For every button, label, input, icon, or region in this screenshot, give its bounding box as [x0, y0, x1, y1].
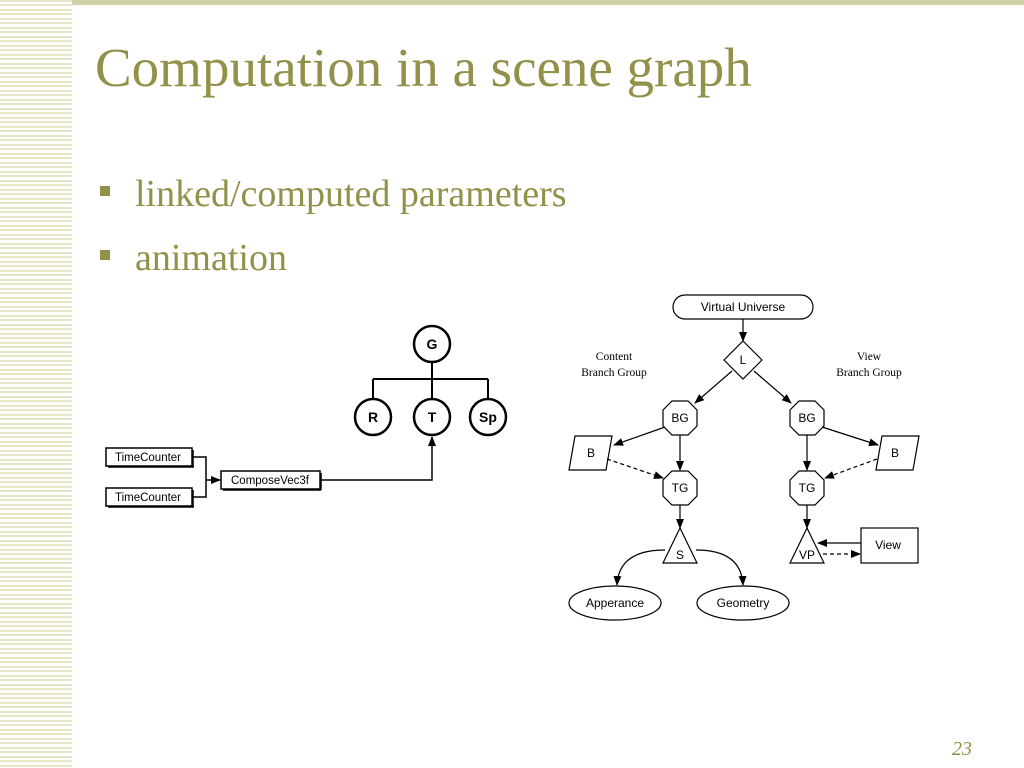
edge-locale-bg-right: [753, 370, 792, 404]
node-g: [412, 324, 452, 364]
node-g-label: G: [427, 336, 438, 352]
edge-locale-bg-left: [694, 370, 733, 404]
slide-title: Computation in a scene graph: [95, 37, 752, 98]
edge-shape-geometry: [695, 549, 747, 586]
branch-group-right-node: [789, 400, 825, 436]
behavior-right-node: [875, 435, 920, 471]
transform-group-left-node: [662, 470, 698, 506]
bullet-square-icon: [100, 186, 110, 196]
shape-node: [662, 526, 698, 564]
behavior-right-label: B: [891, 446, 899, 460]
node-sp-label: Sp: [479, 409, 497, 425]
edge-bg-b-left: [613, 426, 666, 446]
branch-group-left-node: [662, 400, 698, 436]
left-scene-graph: G R T Sp TimeCounter TimeCounter Compose…: [105, 324, 508, 508]
transform-group-right-label: TG: [799, 481, 816, 495]
time-counter-label-1: TimeCounter: [115, 452, 181, 464]
appearance-label: Apperance: [586, 596, 644, 610]
view-node: [860, 527, 919, 564]
edge-bg-b-right: [821, 426, 879, 447]
node-r-label: R: [368, 409, 378, 425]
bullet-text: linked/computed parameters: [135, 173, 567, 215]
content-branch-caption-2: Branch Group: [581, 367, 647, 379]
view-label: View: [875, 538, 901, 552]
locale-label: L: [740, 353, 747, 367]
decorative-stripe-bar: [0, 0, 72, 768]
compose-vec3f-box: [220, 470, 321, 490]
view-platform-label: VP: [799, 548, 815, 562]
edge-shape-appearance: [613, 549, 666, 586]
content-branch-caption-1: Content: [596, 351, 633, 363]
edge-b-tg-right: [824, 458, 878, 479]
edge-b-tg-left: [606, 458, 664, 479]
transform-group-right-node: [789, 470, 825, 506]
node-t-label: T: [428, 409, 437, 425]
node-t: [412, 397, 452, 437]
page-number: 23: [952, 738, 972, 760]
node-r: [353, 397, 393, 437]
view-branch-caption-2: Branch Group: [836, 367, 902, 379]
branch-group-left-label: BG: [671, 411, 688, 425]
locale-node: [723, 340, 763, 380]
bullet-text: animation: [135, 237, 287, 279]
bullet-square-icon: [100, 250, 110, 260]
geometry-node: [696, 585, 790, 621]
edge-compose-t: [321, 436, 436, 481]
transform-group-left-label: TG: [672, 481, 689, 495]
behavior-left-node: [568, 435, 613, 471]
shape-label: S: [676, 548, 684, 562]
behavior-left-label: B: [587, 446, 595, 460]
branch-group-right-label: BG: [798, 411, 815, 425]
time-counter-label-2: TimeCounter: [115, 492, 181, 504]
geometry-label: Geometry: [717, 596, 770, 610]
right-scene-graph: Virtual Universe L Content Branch Group …: [568, 294, 920, 621]
appearance-node: [568, 585, 662, 621]
view-branch-caption-1: View: [857, 351, 882, 363]
node-sp: [468, 397, 508, 437]
compose-vec3f-label: ComposeVec3f: [231, 475, 310, 487]
top-rule: [72, 0, 1024, 5]
edge-counters-merge: [192, 456, 207, 498]
virtual-universe-label: Virtual Universe: [701, 300, 786, 314]
view-platform-node: [789, 526, 825, 564]
